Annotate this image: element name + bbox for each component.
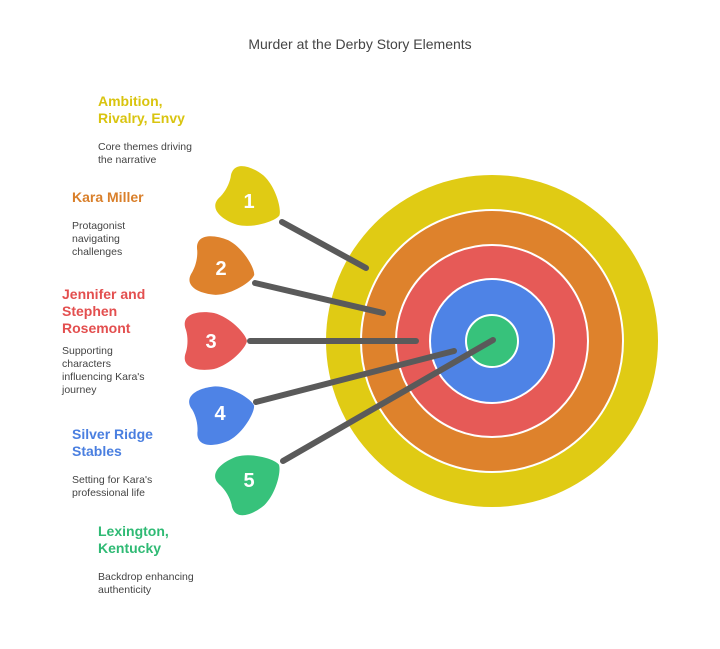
arrow-shaft-1 <box>279 219 369 271</box>
label-3-desc-line: journey <box>62 384 97 396</box>
label-3-desc: Supporting characters influencing Kara's… <box>62 345 182 397</box>
label-5: Lexington, Kentucky Backdrop enhancing a… <box>98 523 228 597</box>
label-2-heading: Kara Miller <box>72 189 192 206</box>
label-5-heading-line: Kentucky <box>98 540 162 556</box>
label-1-desc-line: the narrative <box>98 154 157 166</box>
label-4-heading: Silver Ridge Stables <box>72 426 202 460</box>
label-5-desc: Backdrop enhancing authenticity <box>98 571 228 597</box>
label-2: Kara Miller Protagonist navigating chall… <box>72 189 192 259</box>
label-3-desc-line: influencing Kara's <box>62 371 145 383</box>
label-3-heading-line: Rosemont <box>62 320 131 336</box>
fletching-1: 1 <box>215 166 280 226</box>
label-4-desc: Setting for Kara's professional life <box>72 474 202 500</box>
fletching-number-1: 1 <box>243 191 254 213</box>
label-2-desc-line: challenges <box>72 246 123 258</box>
arrow-shaft-4 <box>253 348 457 405</box>
label-3-desc-line: Supporting <box>62 345 113 357</box>
fletching-number-3: 3 <box>205 331 216 353</box>
label-3-heading-line: Stephen <box>62 303 118 319</box>
label-3: Jennifer and Stephen Rosemont Supporting… <box>62 286 182 397</box>
label-2-desc-line: Protagonist <box>72 220 126 232</box>
fletching-number-2: 2 <box>215 258 226 280</box>
label-3-heading-line: Jennifer and <box>62 286 146 302</box>
arrow-shaft-2 <box>252 280 386 316</box>
label-2-desc-line: navigating <box>72 233 120 245</box>
label-4-heading-line: Silver Ridge <box>72 426 153 442</box>
fletching-4: 4 <box>189 386 255 445</box>
label-1-heading-line: Ambition, <box>98 93 163 109</box>
label-4-desc-line: professional life <box>72 487 145 499</box>
diagram-title: Murder at the Derby Story Elements <box>248 36 472 52</box>
label-5-desc-line: authenticity <box>98 584 152 596</box>
label-4-heading-line: Stables <box>72 443 122 459</box>
label-1: Ambition, Rivalry, Envy Core themes driv… <box>98 93 228 167</box>
label-3-heading: Jennifer and Stephen Rosemont <box>62 286 182 337</box>
label-1-heading-line: Rivalry, Envy <box>98 110 185 126</box>
fletching-2: 2 <box>189 236 255 295</box>
label-5-heading: Lexington, Kentucky <box>98 523 228 557</box>
fletching-5: 5 <box>215 455 280 516</box>
label-5-desc-line: Backdrop enhancing <box>98 571 194 583</box>
label-1-desc: Core themes driving the narrative <box>98 141 228 167</box>
label-2-desc: Protagonist navigating challenges <box>72 220 192 259</box>
fletching-number-4: 4 <box>214 403 226 425</box>
label-2-heading-line: Kara Miller <box>72 189 144 205</box>
fletching-3: 3 <box>184 312 247 370</box>
label-5-heading-line: Lexington, <box>98 523 169 539</box>
fletching-number-5: 5 <box>243 470 254 492</box>
label-1-heading: Ambition, Rivalry, Envy <box>98 93 228 127</box>
label-4-desc-line: Setting for Kara's <box>72 474 153 486</box>
arrow-shaft-5 <box>280 337 496 464</box>
label-4: Silver Ridge Stables Setting for Kara's … <box>72 426 202 500</box>
label-1-desc-line: Core themes driving <box>98 141 192 153</box>
label-3-desc-line: characters <box>62 358 112 370</box>
